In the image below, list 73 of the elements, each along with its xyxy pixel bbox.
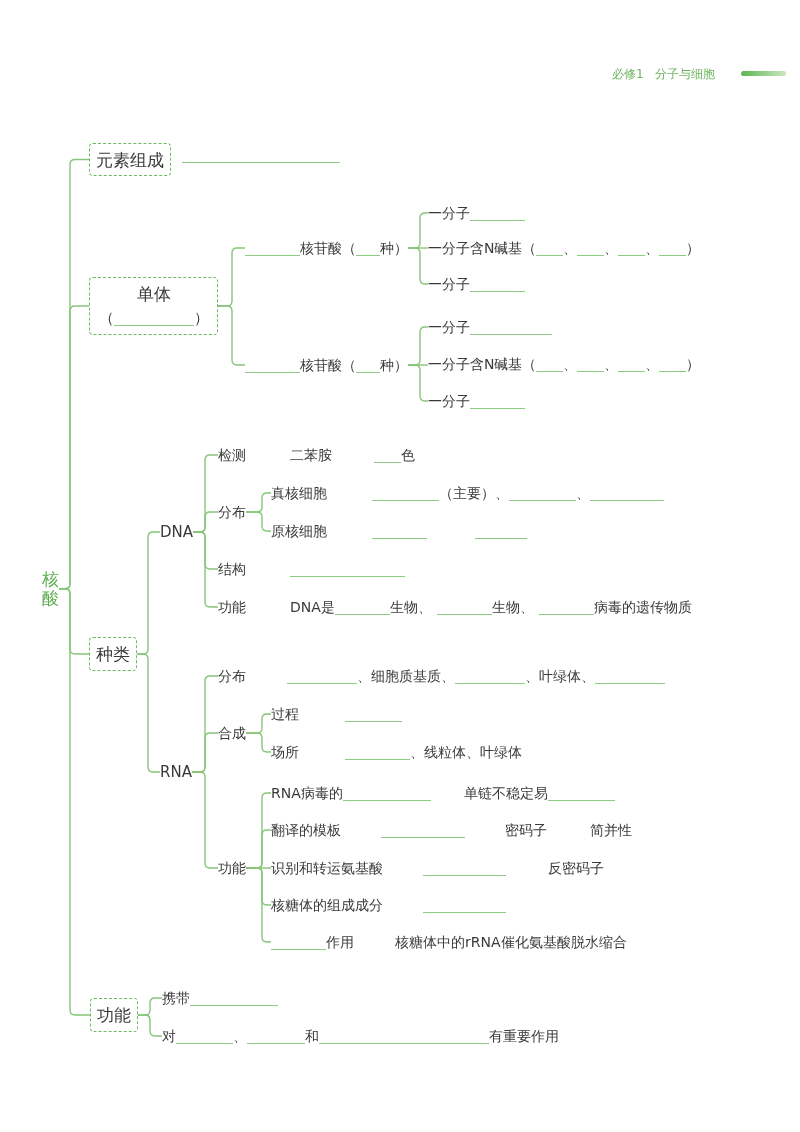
note-text: 、 [576,484,590,502]
note-text: 单链不稳定易 [463,784,548,802]
branch-label: 原核细胞 [271,522,327,540]
note-text: 、 [604,355,619,373]
box-label: ） [193,308,209,329]
bracket-line [245,511,272,532]
branch-label: 识别和转运氨基酸 [271,859,383,877]
note-text: 核糖体中的rRNA催化氨基酸脱水缩合 [395,933,627,951]
branch-label: 合成 [218,724,246,742]
branch-label: 核糖体的组成成分 [271,896,383,914]
branch-label: 一分子 [428,392,470,410]
note-text: 、 [645,239,660,257]
box-label: 功能 [97,1004,131,1026]
bracket-line [245,732,272,753]
note-text: 生物、 [491,598,534,616]
box-label: 种类 [96,643,130,665]
box-label: （ [98,308,114,329]
page-header: 必修1 分子与细胞 [612,66,716,83]
branch-label: 真核细胞 [271,484,327,502]
branch-label: 功能 [218,859,246,877]
note-text: 、细胞质基质、 [357,667,455,685]
branch-label: DNA [160,523,194,541]
note-text: 、 [645,355,660,373]
branch-label: 作用 [326,933,354,951]
note-text: 简并性 [590,821,632,839]
branch-label: 结构 [218,560,246,578]
note-text: 、线粒体、叶绿体 [410,743,522,761]
note-text: 种） [380,239,408,257]
note-text: DNA是 [290,598,335,616]
note-text: 反密码子 [548,859,604,877]
note-text: 二苯胺 [290,446,332,464]
note-text: （主要）、 [439,484,509,502]
dashed-box [89,143,171,176]
note-text: ） [686,239,701,257]
branch-label: 过程 [271,705,299,723]
branch-label: RNA [160,763,192,781]
note-text: 有重要作用 [489,1027,559,1045]
note-text: 种） [380,356,408,374]
branch-label: 检测 [218,446,246,464]
dashed-box [89,637,137,671]
box-label: 单体 [136,283,171,305]
note-text: 和 [305,1027,319,1045]
note-text: 生物、 [389,598,432,616]
branch-label: 一分子含N碱基（ [428,355,537,373]
branch-label: 一分子含N碱基（ [428,239,537,257]
note-text: ） [686,355,701,373]
branch-label: 核苷酸（ [300,356,356,374]
branch-label: 分布 [218,503,246,521]
branch-label: 一分子 [428,204,470,222]
branch-label: 一分子 [428,275,470,293]
dashed-box [90,998,138,1032]
note-text: 病毒的遗传物质 [593,598,692,616]
branch-label: 对 [162,1027,176,1045]
branch-label: 功能 [218,598,246,616]
branch-label: 核苷酸（ [300,239,356,257]
note-text: 密码子 [505,821,547,839]
note-text: 、 [604,239,619,257]
root-label: 核酸 [42,570,59,608]
dashed-box [89,277,218,335]
branch-label: 翻译的模板 [271,821,341,839]
branch-label: 场所 [271,743,299,761]
note-text: 、 [563,355,578,373]
note-text: 、叶绿体、 [525,667,595,685]
branch-label: 携带 [162,989,190,1007]
box-label: 元素组成 [96,148,164,171]
branch-label: RNA病毒的 [271,784,343,802]
branch-label: 分布 [218,667,246,685]
note-text: 、 [563,239,578,257]
branch-label: 一分子 [428,318,470,336]
bracket-line [137,1014,163,1037]
note-text: 色 [401,446,415,464]
bracket-line [58,588,91,1016]
note-text: 、 [233,1027,247,1045]
